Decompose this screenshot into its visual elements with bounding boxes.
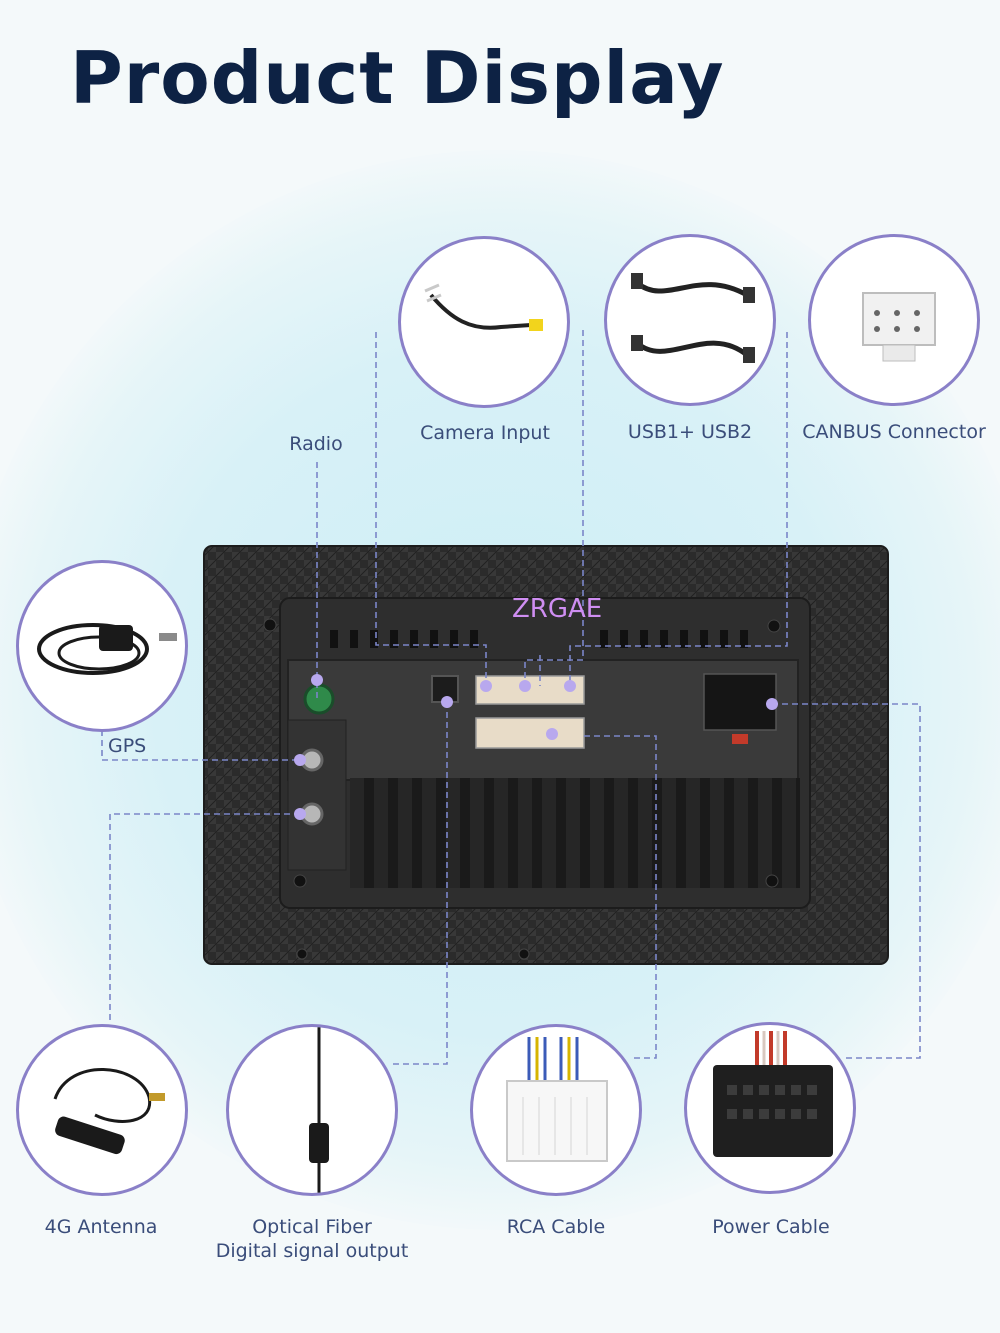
label-canbus: CANBUS Connector xyxy=(802,421,986,443)
brand-watermark: ZRGAE xyxy=(512,594,603,624)
label-radio: Radio xyxy=(289,433,343,455)
frame-screws xyxy=(263,618,781,960)
rca-cable-bubble xyxy=(470,1024,642,1196)
power-cable-icon xyxy=(713,1031,833,1157)
label-optical-fiber: Optical Fiber xyxy=(252,1216,372,1238)
camera-input-cable-icon xyxy=(424,283,543,331)
heat-sink xyxy=(350,778,800,888)
gps-antenna-icon xyxy=(37,623,177,675)
power-socket xyxy=(703,673,777,731)
optical-fiber-icon xyxy=(309,1027,329,1193)
usb-cable-icon xyxy=(631,273,755,363)
gps-bubble xyxy=(16,560,188,732)
camera-input-bubble xyxy=(398,236,570,408)
label-optical-fiber-sub: Digital signal output xyxy=(215,1240,409,1262)
canbus-connector-icon xyxy=(862,292,936,362)
top-vents xyxy=(330,630,748,648)
page-title: Product Display xyxy=(70,36,725,120)
label-power-cable: Power Cable xyxy=(712,1216,830,1238)
radio-socket xyxy=(303,683,335,715)
usb-bubble xyxy=(604,234,776,406)
rca-plug xyxy=(475,717,585,749)
connector-lines xyxy=(101,330,921,1065)
label-4g-antenna: 4G Antenna xyxy=(44,1216,158,1238)
rca-cable-icon xyxy=(506,1037,608,1162)
4g-antenna-icon xyxy=(53,1068,165,1155)
optical-fiber-bubble xyxy=(226,1024,398,1196)
connector-dots xyxy=(294,674,778,820)
label-rca-cable: RCA Cable xyxy=(506,1216,606,1238)
4g-antenna-bubble xyxy=(16,1024,188,1196)
label-usb: USB1+ USB2 xyxy=(627,421,753,443)
label-gps: GPS xyxy=(108,735,147,757)
canbus-bubble xyxy=(808,234,980,406)
label-camera-input: Camera Input xyxy=(420,422,550,444)
power-cable-bubble xyxy=(684,1022,856,1194)
